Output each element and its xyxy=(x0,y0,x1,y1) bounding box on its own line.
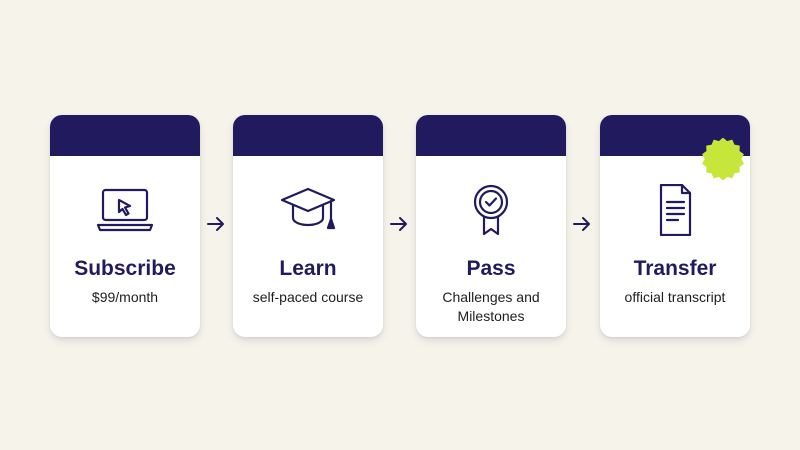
step-title: Transfer xyxy=(633,257,717,280)
starburst-badge-icon xyxy=(702,138,744,180)
card-header xyxy=(416,115,566,156)
arrow-right-icon xyxy=(572,215,592,233)
card-header xyxy=(50,115,200,156)
arrow-right-icon xyxy=(389,215,409,233)
step-card-subscribe: Subscribe $99/month xyxy=(50,115,200,337)
card-header xyxy=(233,115,383,156)
step-card-pass: Pass Challenges and Milestones xyxy=(416,115,566,337)
step-subtitle: $99/month xyxy=(91,289,159,305)
step-title: Learn xyxy=(279,257,337,280)
award-ribbon-icon xyxy=(461,184,521,236)
step-title: Pass xyxy=(466,257,516,280)
step-card-learn: Learn self-paced course xyxy=(233,115,383,337)
graduation-cap-icon xyxy=(278,184,338,236)
laptop-cursor-icon xyxy=(95,184,155,236)
document-icon xyxy=(645,184,705,236)
step-title: Subscribe xyxy=(74,257,176,280)
step-subtitle: self-paced course xyxy=(252,289,364,305)
step-subtitle: official transcript xyxy=(624,289,726,305)
arrow-right-icon xyxy=(206,215,226,233)
step-subtitle: Challenges and Milestones xyxy=(442,289,540,324)
